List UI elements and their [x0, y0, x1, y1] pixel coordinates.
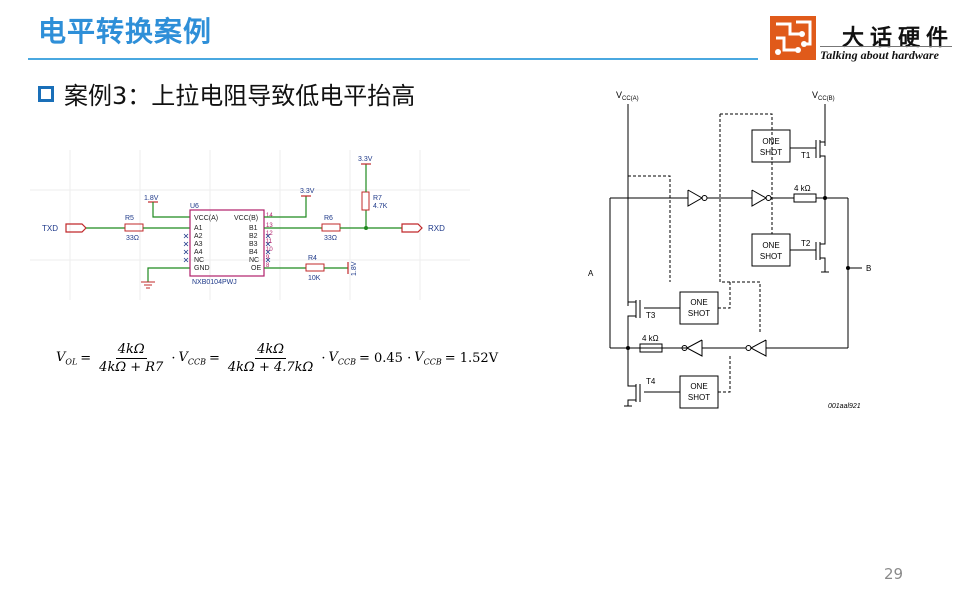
formula-lhs: VOL: [56, 350, 78, 367]
formula-eq2: =: [208, 351, 220, 366]
pin-a4: A4: [194, 249, 203, 256]
pin-vcca: VCC(A): [194, 215, 218, 222]
fraction-1-numerator: 4kΩ: [115, 342, 147, 359]
pin-a2: A2: [194, 233, 203, 240]
page-number: 29: [884, 565, 904, 583]
supply-3v3-mid: 3.3V: [300, 188, 315, 195]
r5-label: R5: [125, 215, 134, 222]
pin-b3: B3: [249, 241, 258, 248]
pin-num-8: 8: [266, 263, 270, 269]
oneshot-t3-line2: SHOT: [688, 309, 710, 318]
oneshot-t3-line1: ONE: [690, 298, 707, 307]
supply-1v8-r4: 1.8V: [351, 261, 358, 276]
logo-english: Talking about hardware: [820, 48, 939, 62]
oneshot-t1-line2: SHOT: [760, 148, 782, 157]
pin-oe: OE: [251, 265, 261, 272]
case-subtitle-text: 案例3：上拉电阻导致低电平抬高: [64, 82, 416, 110]
r5-value: 33Ω: [126, 235, 139, 242]
level-shifter-schematic: TXD R5 33Ω 1.8V U6 NXB0104PWJ VCC(A) A1 …: [30, 150, 470, 300]
chip-u6: [189, 209, 265, 277]
formula-dot1: ·: [171, 351, 176, 366]
u6-label: U6: [190, 203, 199, 210]
r4-label: R4: [308, 255, 317, 262]
fraction-2-denominator: 4kΩ + 4.7kΩ: [227, 360, 314, 375]
figure-code: 001aal921: [828, 403, 861, 410]
rxd-port: [401, 223, 423, 233]
r7-value: 4.7K: [373, 203, 388, 210]
pin-b1: B1: [249, 225, 258, 232]
pin-b2: B2: [249, 233, 258, 240]
r6-label: R6: [324, 215, 333, 222]
oneshot-t1-line1: ONE: [762, 137, 779, 146]
transistor-t1-label: T1: [801, 151, 811, 160]
resistor-r4: [305, 263, 325, 272]
logo: 大话硬件 Talking about hardware: [770, 16, 960, 64]
resistor-r7: [361, 191, 370, 211]
oneshot-t4-line2: SHOT: [688, 393, 710, 402]
title-divider: [28, 58, 758, 60]
fraction-1-denominator: 4kΩ + R7: [99, 360, 164, 375]
formula-dot2: ·: [321, 351, 326, 366]
r6-value: 33Ω: [324, 235, 337, 242]
transistor-t4-label: T4: [646, 377, 656, 386]
circuit-logo-icon: [770, 16, 816, 60]
pin-num-13: 13: [266, 223, 273, 229]
r7-label: R7: [373, 195, 382, 202]
txd-label: TXD: [42, 224, 58, 233]
supply-1v8-left: 1.8V: [144, 195, 159, 202]
pin-nc-left: NC: [194, 257, 204, 264]
r4-value: 10K: [308, 275, 321, 282]
oneshot-t2-line1: ONE: [762, 241, 779, 250]
formula-fraction-1: 4kΩ 4kΩ + R7: [97, 342, 165, 375]
schematic-grid: [30, 150, 470, 300]
formula-vccb-1: VCCB: [178, 350, 206, 367]
formula-fraction-2: 4kΩ 4kΩ + 4.7kΩ: [226, 342, 315, 375]
ground-icon: [141, 281, 155, 289]
slide-title: 电平转换案例: [38, 15, 213, 48]
port-a-label: A: [588, 269, 594, 278]
transistor-t2-label: T2: [801, 239, 811, 248]
pin-a3: A3: [194, 241, 203, 248]
port-b-label: B: [866, 264, 871, 273]
pin-a1: A1: [194, 225, 203, 232]
pin-vccb: VCC(B): [234, 215, 258, 222]
rxd-label: RXD: [428, 224, 445, 233]
supply-3v3-top: 3.3V: [358, 156, 373, 163]
resistor-4k-top: 4 kΩ: [794, 184, 811, 193]
part-number: NXB0104PWJ: [192, 279, 237, 286]
pin-num-9: 9: [266, 255, 270, 261]
formula-vccb-2: VCCB: [328, 350, 356, 367]
case-subtitle: 案例3：上拉电阻导致低电平抬高: [38, 76, 415, 111]
resistor-4k-bottom: 4 kΩ: [642, 334, 659, 343]
pin-num-14: 14: [266, 213, 273, 219]
formula-result: = 1.52V: [444, 351, 499, 366]
pin-nc-right: NC: [249, 257, 259, 264]
pin-b4: B4: [249, 249, 258, 256]
vol-formula: VOL = 4kΩ 4kΩ + R7 · VCCB = 4kΩ 4kΩ + 4.…: [56, 342, 501, 375]
bullet-square-icon: [38, 85, 54, 102]
pin-gnd: GND: [194, 265, 210, 272]
fraction-2-numerator: 4kΩ: [255, 342, 287, 359]
vccb-label: VCC(B): [812, 90, 835, 102]
oneshot-t4-line1: ONE: [690, 382, 707, 391]
internal-block-diagram: VCC(A) VCC(B): [588, 90, 871, 410]
txd-port: [65, 223, 87, 233]
formula-eq3: = 0.45 ·: [358, 351, 412, 366]
logo-rule: [820, 46, 952, 47]
formula-eq1: =: [80, 351, 92, 366]
resistor-r6: [321, 223, 341, 232]
oneshot-t2-line2: SHOT: [760, 252, 782, 261]
transistor-t3-label: T3: [646, 311, 656, 320]
formula-vccb-3: VCCB: [414, 350, 442, 367]
vcca-label: VCC(A): [616, 90, 639, 102]
